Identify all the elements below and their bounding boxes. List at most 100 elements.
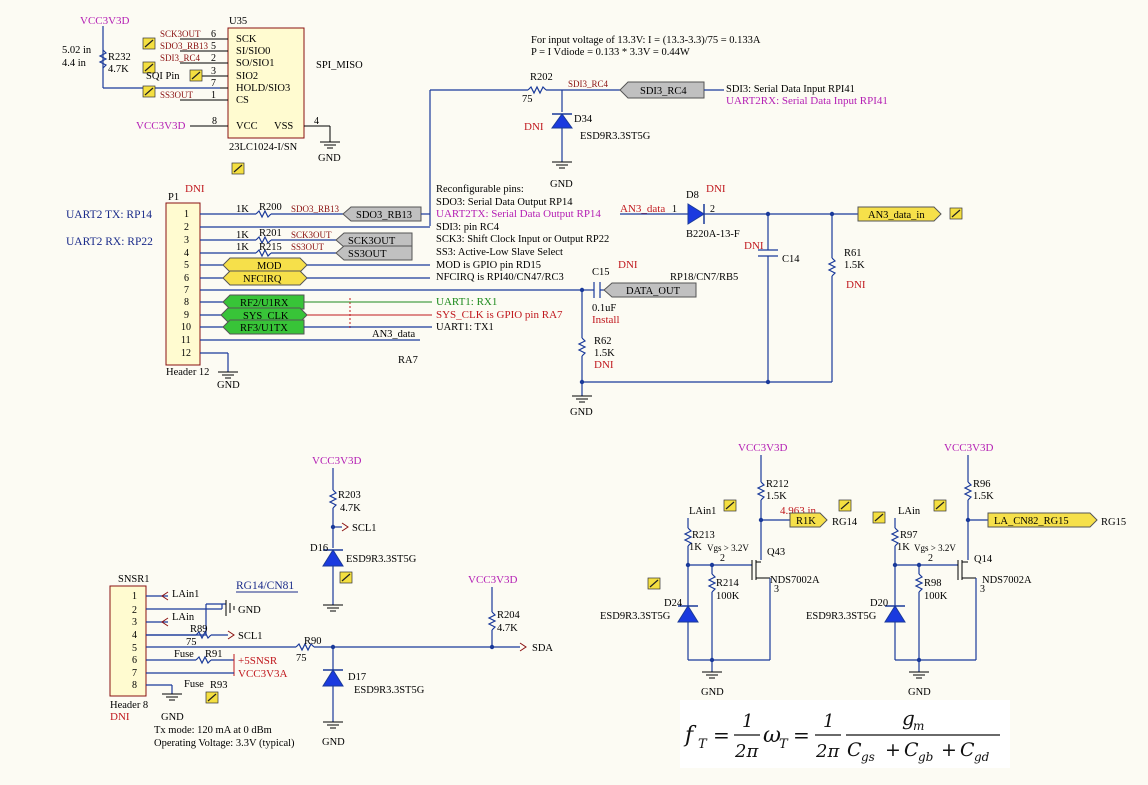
port-data-out-label: DATA_OUT (626, 286, 681, 297)
reconf-line-3: SDI3: pin RC4 (436, 222, 500, 233)
snsr-pin-3: 3 (132, 617, 137, 628)
r200-value: 1K (236, 204, 249, 215)
formula-cgd-sub: gd (974, 750, 990, 764)
port-an3-data-in (857, 206, 942, 222)
u35-part: 23LC1024-I/SN (229, 142, 298, 153)
q43-vgs: Vgs > 3.2V (707, 543, 749, 553)
r232-symbol (98, 49, 108, 69)
r97-ref: R97 (900, 530, 918, 541)
r89-ref: R89 (190, 624, 208, 635)
q43-part: NDS7002A (770, 575, 820, 586)
p1-pin-8: 8 (184, 297, 189, 308)
no-erc-flag-icon (872, 511, 886, 524)
snsr-note-2: Operating Voltage: 3.3V (typical) (154, 738, 295, 749)
d17-ref: D17 (348, 672, 366, 683)
q14-rg: RG15 (1101, 517, 1126, 528)
r201-label: R201 (259, 228, 282, 239)
p1-pin-11: 11 (181, 335, 191, 346)
r232-value: 4.7K (108, 64, 129, 75)
formula-ft-sub: T (698, 737, 708, 752)
ground-icon (319, 141, 341, 149)
r90-ref: R90 (304, 636, 322, 647)
r202-label: R202 (530, 72, 553, 83)
port-an3-data-in-label: AN3_data_in (868, 210, 925, 221)
sdi3-block: For input voltage of 13.3V: I = (13.3-3.… (429, 35, 888, 226)
q43-block: VCC3V3D R212 1.5K 4.963 in R1K RG14 LAin… (600, 442, 858, 698)
d34-icon (551, 113, 573, 129)
snsr-lain: LAin (172, 612, 195, 623)
p1-pin-10: 10 (181, 322, 191, 333)
spi-miso-label: SPI_MISO (316, 60, 363, 71)
port-sck3 (335, 232, 413, 248)
no-erc-flag-icon (189, 69, 203, 82)
port-sdi3-label: SDI3_RC4 (640, 86, 687, 97)
r232-label: R232 (108, 52, 131, 63)
u35-vcc-top: VCC3V3D (80, 15, 130, 27)
port-rf3 (222, 319, 305, 335)
r97-value: 1K (897, 542, 910, 553)
reconf-line-1: SDO3: Serial Data Output RP14 (436, 197, 573, 208)
d16-part: ESD9R3.3ST5G (346, 554, 417, 565)
port-rf2-label: RF2/U1RX (240, 298, 289, 309)
q14-ref: Q14 (974, 554, 993, 565)
r203-symbol (328, 489, 338, 509)
ground-icon (701, 671, 723, 679)
u35-num-1: 1 (211, 90, 216, 101)
u35-net-sdo: SDO3_RB13 (160, 41, 209, 51)
formula-cgd: C (960, 739, 975, 761)
r232-size-2: 4.4 in (62, 58, 87, 69)
u35-pin-vss: VSS (274, 121, 293, 132)
port-sck3-label: SCK3OUT (348, 236, 396, 247)
r200-symbol (255, 209, 272, 219)
q43-ref: Q43 (767, 547, 785, 558)
svg-text:1: 1 (672, 204, 677, 215)
r200-net: SDO3_RB13 (291, 204, 340, 214)
u35-net-sck: SCK3OUT (160, 29, 201, 39)
r212-value: 1.5K (766, 491, 787, 502)
reconf-line-4: SCK3: Shift Clock Input or Output RP22 (436, 234, 609, 245)
snsr-pin-8: 8 (132, 680, 137, 691)
p1-dni: DNI (185, 183, 205, 195)
snsr-rg: RG14/CN81 (236, 580, 294, 592)
port-sdo3-label: SDO3_RB13 (356, 210, 412, 221)
uart2rx-desc: UART2RX: Serial Data Input RPI41 (726, 95, 888, 107)
r62-ref: R62 (594, 336, 612, 347)
r213-ref: R213 (692, 530, 715, 541)
formula-plus-2: + (941, 739, 957, 761)
d34-ref: D34 (574, 114, 593, 125)
p1-pin-1: 1 (184, 209, 189, 220)
r97-symbol (890, 527, 900, 547)
ground-icon (161, 693, 183, 701)
ra7-label: RA7 (398, 355, 418, 366)
c14-dni: DNI (744, 240, 764, 252)
p1-pin-2: 2 (184, 222, 189, 233)
snsr-vcc: VCC3V3A (238, 668, 288, 680)
d17-gnd: GND (322, 737, 345, 748)
formula-2pi-2: 2π (815, 741, 840, 762)
snsr-pin-2: 2 (132, 605, 137, 616)
r204-ref: R204 (497, 610, 521, 621)
r204-symbol (487, 611, 497, 631)
reconf-line-2: UART2TX: Serial Data Output RP14 (436, 208, 601, 220)
q14-lain: LAin (898, 506, 921, 517)
i2c-vcc-2: VCC3V3D (468, 574, 518, 586)
no-erc-flag-icon (647, 577, 661, 590)
snsr-dni: DNI (110, 711, 130, 723)
no-erc-flag-icon (142, 37, 156, 50)
d8-ref: D8 (686, 190, 699, 201)
d16-ref: D16 (310, 543, 328, 554)
an3-block: AN3_data 1 D8 DNI B220A-13-F 2 AN3_data_… (570, 183, 963, 418)
formula-gm: g (902, 706, 915, 730)
p1-footer: Header 12 (166, 367, 209, 378)
snsr-scl1: SCL1 (238, 631, 263, 642)
port-sysclk-label: SYS_CLK (243, 311, 289, 322)
u35-block: VCC3V3D R232 4.7K 5.02 in 4.4 in U35 SCK… (62, 15, 363, 175)
c14-ref: C14 (782, 254, 800, 265)
sysclk-note: SYS_CLK is GPIO pin RA7 (436, 309, 563, 321)
no-erc-flag-icon (949, 207, 963, 220)
sqi-pin-label: SQI Pin (146, 71, 180, 82)
ground-icon (322, 604, 344, 612)
r213-symbol (683, 527, 693, 547)
r61-value: 1.5K (844, 260, 865, 271)
d34-part: ESD9R3.3ST5G (580, 131, 651, 142)
